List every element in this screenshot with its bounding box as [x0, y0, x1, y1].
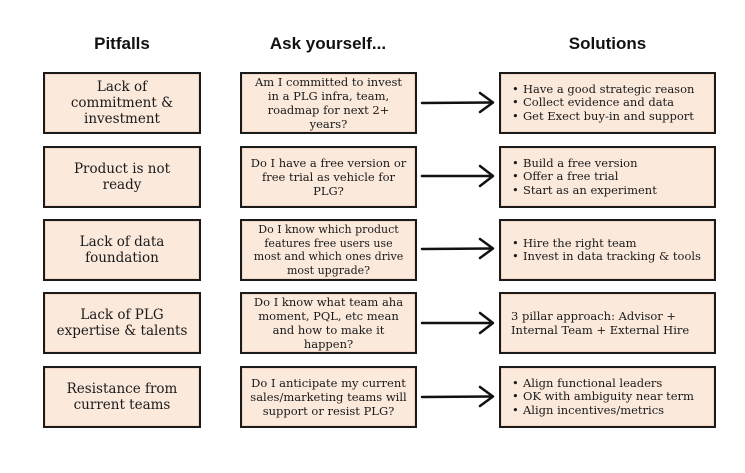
solution-box: 3 pillar approach: Advisor + Internal Te…	[499, 292, 716, 354]
solution-item: Align functional leaders	[512, 376, 694, 391]
arrow-right-icon	[420, 164, 495, 188]
solution-list: Align functional leaders OK with ambigui…	[511, 376, 694, 418]
solution-item: Build a free version	[512, 156, 657, 171]
question-box: Am I committed to invest in a PLG infra,…	[240, 72, 417, 134]
solution-item: Offer a free trial	[512, 170, 657, 184]
question-box: Do I know which product features free us…	[240, 219, 417, 281]
header-pitfalls: Pitfalls	[94, 34, 150, 53]
header-ask-yourself: Ask yourself...	[269, 34, 387, 53]
pitfall-box: Lack of data foundation	[43, 219, 201, 281]
pitfall-box: Lack of commitment & investment	[43, 72, 201, 134]
solution-box: Align functional leaders OK with ambigui…	[499, 366, 716, 428]
solution-item: Hire the right team	[512, 236, 701, 251]
solution-box: Build a free version Offer a free trial …	[499, 146, 716, 208]
solution-item: Get Exect buy-in and support	[512, 109, 694, 124]
question-box: Do I have a free version or free trial a…	[240, 146, 417, 208]
pitfall-label: Resistance from current teams	[66, 381, 178, 413]
header-solutions: Solutions	[568, 34, 647, 53]
question-box: Do I know what team aha moment, PQL, etc…	[240, 292, 417, 354]
solution-list: Build a free version Offer a free trial …	[511, 156, 657, 198]
arrow-right-icon	[420, 237, 495, 260]
solution-item: Have a good strategic reason	[512, 82, 694, 97]
pitfall-label: Lack of commitment & investment	[70, 79, 174, 127]
solution-item: OK with ambiguity near term	[512, 390, 694, 404]
solution-item: Start as an experiment	[512, 183, 657, 198]
question-text: Do I have a free version or free trial a…	[250, 156, 407, 198]
pitfall-label: Lack of PLG expertise & talents	[56, 307, 188, 339]
question-text: Do I know what team aha moment, PQL, etc…	[253, 295, 404, 351]
arrow-right-icon	[420, 311, 495, 335]
solution-list: Hire the right team Invest in data track…	[511, 236, 701, 264]
arrow-right-icon	[420, 91, 495, 114]
pitfall-box: Resistance from current teams	[43, 366, 201, 428]
pitfall-label: Product is not ready	[73, 161, 171, 193]
solution-box: Have a good strategic reason Collect evi…	[499, 72, 716, 134]
pitfall-label: Lack of data foundation	[79, 234, 165, 266]
question-text: Do I know which product features free us…	[253, 223, 404, 277]
solution-box: Hire the right team Invest in data track…	[499, 219, 716, 281]
arrow-right-icon	[420, 385, 495, 408]
solution-text: 3 pillar approach: Advisor + Internal Te…	[511, 309, 690, 337]
solution-item: Collect evidence and data	[512, 96, 694, 110]
solution-item: Invest in data tracking & tools	[512, 249, 701, 264]
pitfall-box: Product is not ready	[43, 146, 201, 208]
question-box: Do I anticipate my current sales/marketi…	[240, 366, 417, 428]
solution-list: Have a good strategic reason Collect evi…	[511, 82, 694, 124]
pitfall-box: Lack of PLG expertise & talents	[43, 292, 201, 354]
question-text: Do I anticipate my current sales/marketi…	[250, 376, 407, 418]
solution-item: Align incentives/metrics	[512, 403, 694, 418]
question-text: Am I committed to invest in a PLG infra,…	[254, 75, 403, 131]
